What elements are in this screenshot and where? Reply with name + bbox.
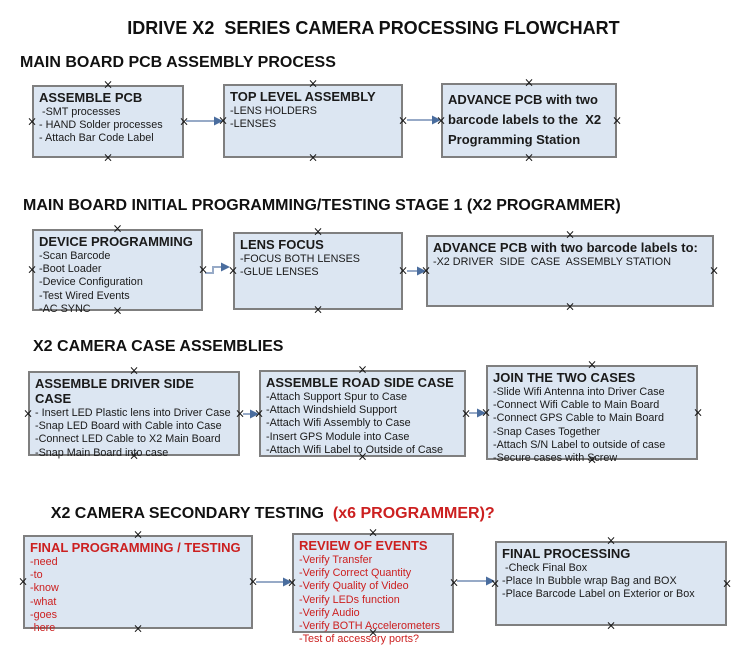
box-line: -know	[30, 582, 59, 595]
box-line: -Device Configuration	[39, 276, 143, 289]
box-line: -to	[30, 569, 43, 582]
box-line: -Verify Quality of Video	[299, 580, 409, 593]
box-line: -Connect GPS Cable to Main Board	[493, 412, 665, 425]
box-line: -X2 DRIVER SIDE CASE ASSEMBLY STATION	[433, 256, 671, 268]
box-lines: -SMT processes- HAND Solder processes- A…	[39, 106, 177, 146]
flow-box-final-programming-testing: FINAL PROGRAMMING / TESTING -need-to-kno…	[23, 535, 253, 634]
box-line: - Insert LED Plastic lens into Driver Ca…	[35, 407, 231, 419]
box-line: -Slide Wifi Antenna into Driver Case	[493, 386, 665, 398]
box-lines: -FOCUS BOTH LENSES-GLUE LENSES	[240, 253, 396, 279]
flow-box-assemble-road-side-case: ASSEMBLE ROAD SIDE CASE -Attach Support …	[259, 370, 466, 457]
box-line: -Verify BOTH Accelerometers	[299, 620, 440, 633]
box-line: -Secure cases with Screw	[493, 452, 618, 465]
section-heading-secondary-testing: X2 CAMERA SECONDARY TESTING (x6 PROGRAMM…	[33, 487, 495, 541]
box-line: -Test of accessory ports?	[299, 633, 420, 646]
box-lines: -LENS HOLDERS-LENSES	[230, 105, 396, 131]
box-line: -Place Barcode Label on Exterior or Box	[502, 588, 695, 601]
box-title: JOIN THE TWO CASES	[493, 370, 636, 385]
box-title: ASSEMBLE ROAD SIDE CASE	[266, 375, 454, 390]
box-line: -here	[30, 622, 56, 635]
box-line: -Attach S/N Label to outside of case	[493, 438, 666, 451]
flow-box-final-processing: FINAL PROCESSING -Check Final Box-Place …	[495, 541, 727, 626]
box-line: -Test Wired Events	[39, 289, 130, 302]
flow-box-assemble-driver-side-case: ASSEMBLE DRIVER SIDE CASE - Insert LED P…	[28, 371, 240, 459]
box-lines: -Scan Barcode-Boot Loader-Device Configu…	[39, 250, 196, 316]
box-lines: -X2 DRIVER SIDE CASE ASSEMBLY STATION	[433, 256, 707, 269]
box-line: -Attach Wifi Assembly to Case	[266, 417, 411, 430]
box-line: -LENSES	[230, 118, 277, 131]
box-title: ASSEMBLE DRIVER SIDE CASE	[35, 376, 198, 406]
flow-box-assemble-pcb: ASSEMBLE PCB -SMT processes- HAND Solder…	[32, 85, 184, 158]
box-line: -GLUE LENSES	[240, 266, 319, 279]
box-line: -Snap Main Board into case	[35, 446, 169, 459]
box-line: -SMT processes	[39, 106, 121, 118]
box-lines: - Insert LED Plastic lens into Driver Ca…	[35, 407, 233, 460]
box-line: -LENS HOLDERS	[230, 105, 317, 117]
box-line: -Check Final Box	[502, 562, 588, 574]
box-line: -Connect LED Cable to X2 Main Board	[35, 433, 221, 446]
box-line: -need	[30, 556, 58, 568]
box-line: -Insert GPS Module into Case	[266, 430, 410, 443]
box-lines: -need-to-know-what-goes-here	[30, 556, 246, 635]
box-title: FINAL PROCESSING	[502, 546, 631, 561]
box-title: ADVANCE PCB with two barcode labels to:	[433, 240, 698, 255]
section-heading-case-assemblies: X2 CAMERA CASE ASSEMBLIES	[33, 338, 284, 355]
box-line: -goes	[30, 608, 58, 621]
section-heading-pcb-assembly: MAIN BOARD PCB ASSEMBLY PROCESS	[20, 54, 336, 71]
flow-box-top-level-assembly: TOP LEVEL ASSEMBLY -LENS HOLDERS-LENSES	[223, 84, 403, 158]
box-lines: -Verify Transfer-Verify Correct Quantity…	[299, 554, 447, 646]
chart-title: IDRIVE X2 SERIES CAMERA PROCESSING FLOWC…	[127, 18, 620, 38]
box-line: -Attach Support Spur to Case	[266, 391, 408, 403]
flow-box-device-programming: DEVICE PROGRAMMING -Scan Barcode-Boot Lo…	[32, 229, 203, 315]
box-line: -what	[30, 595, 57, 608]
section-heading-secondary-testing-black: X2 CAMERA SECONDARY TESTING	[50, 505, 324, 522]
box-line: -Verify LEDs function	[299, 593, 400, 606]
box-lines: -Attach Support Spur to Case-Attach Wind…	[266, 391, 459, 457]
box-title: ASSEMBLE PCB	[39, 90, 143, 105]
box-line: -Place In Bubble wrap Bag and BOX	[502, 575, 677, 588]
box-title: FINAL PROGRAMMING / TESTING	[30, 540, 241, 555]
box-line: - Attach Bar Code Label	[39, 132, 154, 145]
box-lines: -Slide Wifi Antenna into Driver Case-Con…	[493, 386, 691, 465]
box-line: -Connect Wifi Cable to Main Board	[493, 399, 660, 412]
box-line: - HAND Solder processes	[39, 119, 163, 132]
box-line: -Verify Transfer	[299, 554, 373, 566]
box-line: -Verify Audio	[299, 606, 360, 619]
box-title: ADVANCE PCB with two barcode labels to t…	[448, 92, 605, 147]
flow-box-join-two-cases: JOIN THE TWO CASES -Slide Wifi Antenna i…	[486, 365, 698, 464]
box-title: REVIEW OF EVENTS	[299, 538, 428, 553]
box-title: TOP LEVEL ASSEMBLY	[230, 89, 376, 104]
flow-box-advance-to-programming-station: ADVANCE PCB with two barcode labels to t…	[441, 83, 617, 158]
box-line: -Verify Correct Quantity	[299, 567, 412, 580]
flow-box-review-of-events: REVIEW OF EVENTS -Verify Transfer-Verify…	[292, 533, 454, 645]
flow-arrow-s2-a	[205, 262, 230, 274]
box-line: -Boot Loader	[39, 263, 102, 276]
flow-box-advance-to-case-assembly: ADVANCE PCB with two barcode labels to: …	[426, 235, 714, 307]
box-line: -FOCUS BOTH LENSES	[240, 253, 360, 265]
box-line: -Scan Barcode	[39, 250, 111, 262]
box-line: -Attach Windshield Support	[266, 404, 397, 417]
section-heading-initial-programming: MAIN BOARD INITIAL PROGRAMMING/TESTING S…	[23, 197, 621, 214]
section-heading-secondary-testing-red: (x6 PROGRAMMER)?	[324, 505, 495, 522]
flow-box-lens-focus: LENS FOCUS -FOCUS BOTH LENSES-GLUE LENSE…	[233, 232, 403, 310]
box-line: -Attach Wifi Label to Outside of Case	[266, 443, 444, 456]
box-line: -Snap LED Board with Cable into Case	[35, 420, 222, 433]
box-line: -Snap Cases Together	[493, 425, 601, 438]
box-title: DEVICE PROGRAMMING	[39, 234, 193, 249]
box-line: -AC SYNC	[39, 302, 91, 315]
box-lines: -Check Final Box-Place In Bubble wrap Ba…	[502, 562, 720, 602]
box-title: LENS FOCUS	[240, 237, 324, 252]
